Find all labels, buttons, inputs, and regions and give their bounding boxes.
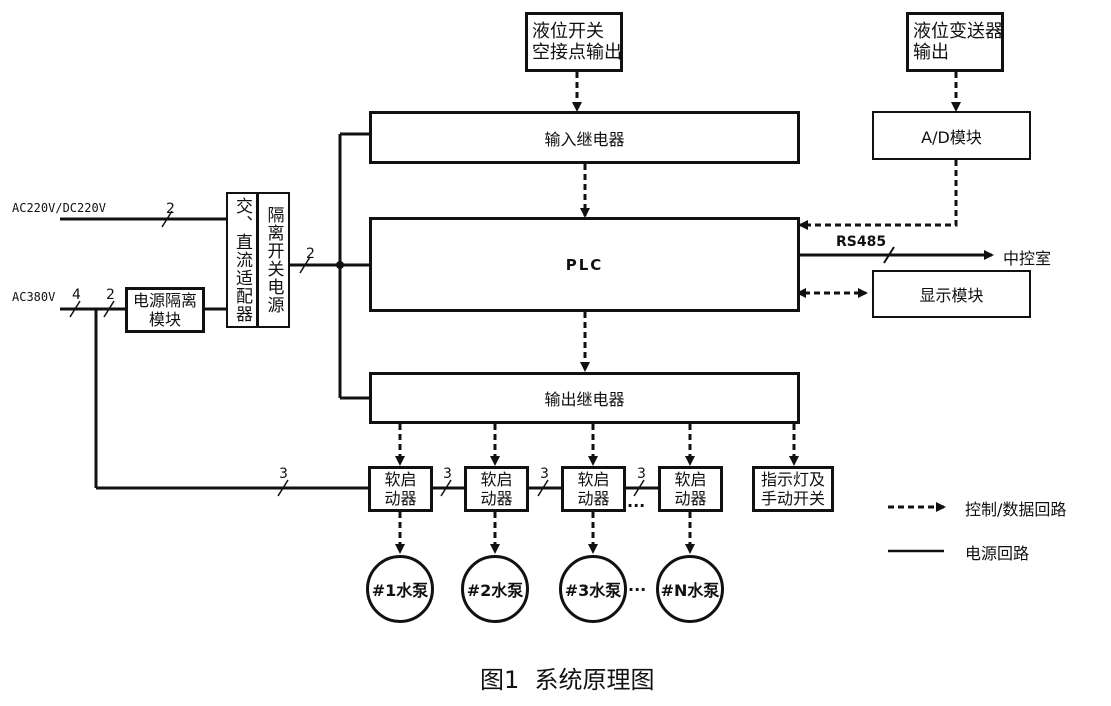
wire-tick — [633, 479, 645, 497]
power-isolation-box: 电源隔离 模块 — [125, 287, 205, 333]
pump-n: #N水泵 — [656, 555, 724, 623]
rs485-label: RS485 — [836, 234, 887, 250]
ac-dc-label: AC220V/DC220V — [12, 201, 106, 215]
wire-count-chain-3: 3 — [637, 466, 646, 482]
pump-3: #3水泵 — [559, 555, 627, 623]
level-transmitter-box: 液位变送器 输出 — [906, 12, 1004, 72]
isolated-psu-label: 隔离开关电源 — [263, 206, 284, 314]
level-switch-box: 液位开关 空接点输出 — [525, 12, 623, 72]
ad-module-label: A/D模块 — [921, 127, 982, 147]
pump-1: #1水泵 — [366, 555, 434, 623]
wire-tick — [277, 479, 289, 497]
wire-tick — [537, 479, 549, 497]
wire-tick — [440, 479, 452, 497]
display-module-label: 显示模块 — [919, 286, 984, 305]
wire-count-chain-1: 3 — [443, 466, 452, 482]
wire-count-ac380-iso: 2 — [106, 287, 115, 303]
adapter-label: 交、直流适配器 — [232, 197, 252, 323]
plc-label: PLC — [565, 255, 604, 274]
wire-count-psu-out: 2 — [306, 246, 315, 262]
ad-module-box: A/D模块 — [872, 111, 1031, 160]
output-relay-label: 输出继电器 — [544, 390, 625, 409]
wire-count-ac380-main: 4 — [72, 287, 81, 303]
ellipsis-pumps: ··· — [628, 580, 647, 599]
plc-box: PLC — [369, 217, 800, 312]
output-relay-box: 输出继电器 — [369, 372, 800, 424]
pump-2: #2水泵 — [461, 555, 529, 623]
control-room-label: 中控室 — [1003, 249, 1052, 268]
wire-tick — [103, 300, 115, 318]
soft-starter-1: 软启 动器 — [368, 466, 433, 512]
wire-tick — [69, 300, 81, 318]
ellipsis-starters: ··· — [627, 496, 646, 515]
wire-count-ac-dc: 2 — [166, 201, 175, 217]
input-relay-label: 输入继电器 — [544, 129, 625, 149]
ctrl-ad-to-plc — [798, 160, 958, 230]
ac380-label: AC380V — [12, 290, 56, 304]
soft-starter-2: 软启 动器 — [464, 466, 529, 512]
legend-power-label: 电源回路 — [965, 544, 1030, 563]
input-relay-box: 输入继电器 — [369, 111, 800, 164]
soft-starter-3: 软启 动器 — [561, 466, 626, 512]
wire-tick — [299, 256, 311, 274]
figure-caption: 图1 系统原理图 — [480, 666, 655, 694]
wire-count-starter-feed: 3 — [279, 466, 288, 482]
adapter-box: 交、直流适配器 — [226, 192, 258, 328]
wire-tick — [161, 210, 173, 228]
wire-count-chain-2: 3 — [540, 466, 549, 482]
soft-starter-n: 软启 动器 — [658, 466, 723, 512]
display-module-box: 显示模块 — [872, 270, 1031, 318]
legend-control-label: 控制/数据回路 — [965, 500, 1067, 519]
wire-tick — [883, 246, 895, 264]
isolated-psu-box: 隔离开关电源 — [257, 192, 290, 328]
indicator-switch-box: 指示灯及 手动开关 — [752, 466, 834, 512]
